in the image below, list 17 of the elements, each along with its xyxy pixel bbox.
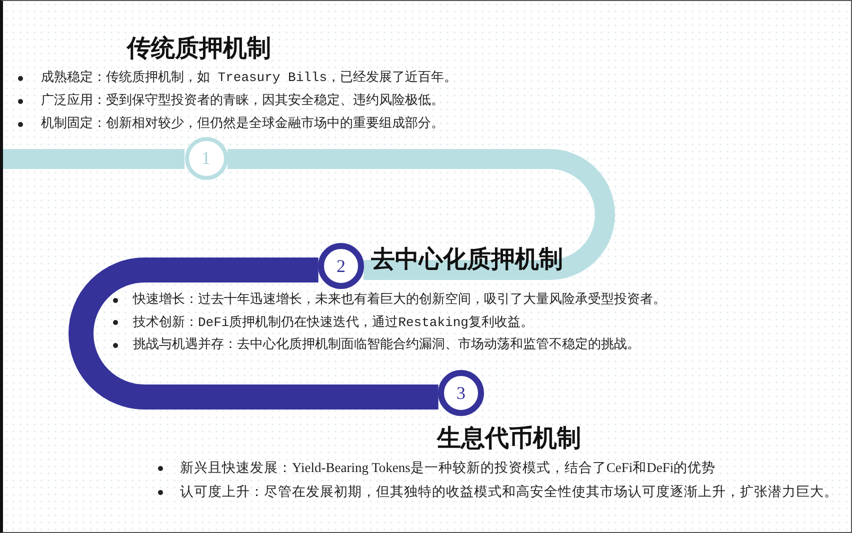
list-item: 新兴且快速发展：Yield-Bearing Tokens是一种较新的投资模式，结合了CeFi和DeFi的优势 xyxy=(180,460,716,476)
list-item: 广泛应用：受到保守型投资者的青睐，因其安全稳定、违约风险极低。 xyxy=(41,93,444,109)
list-item: 技术创新：DeFi质押机制仍在快速迭代，通过Restaking复利收益。 xyxy=(133,314,534,330)
section-heading: 去中心化质押机制 xyxy=(371,245,563,273)
road-connector xyxy=(227,149,615,280)
numbered-circle: 2 xyxy=(318,243,364,289)
list-item: 成熟稳定：传统质押机制，如 Treasury Bills，已经发展了近百年。 xyxy=(41,70,458,86)
list-item: 挑战与机遇并存：去中心化质押机制面临智能合约漏洞、市场动荡和监管不稳定的挑战。 xyxy=(133,337,640,353)
list-item: 机制固定：创新相对较少，但仍然是全球金融市场中的重要组成部分。 xyxy=(41,116,444,132)
road-connector xyxy=(68,258,438,410)
numbered-circle: 3 xyxy=(438,370,484,416)
section-heading: 生息代币机制 xyxy=(437,424,581,452)
section-heading: 传统质押机制 xyxy=(127,34,271,62)
list-item: 快速增长：过去十年迅速增长，未来也有着巨大的创新空间，吸引了大量风险承受型投资者。 xyxy=(133,292,666,308)
road-connector xyxy=(3,149,185,169)
list-item: 认可度上升：尽管在发展初期，但其独特的收益模式和高安全性使其市场认可度逐渐上升，扩张潜力巨大。 xyxy=(180,484,838,500)
numbered-circle: 1 xyxy=(184,136,228,180)
